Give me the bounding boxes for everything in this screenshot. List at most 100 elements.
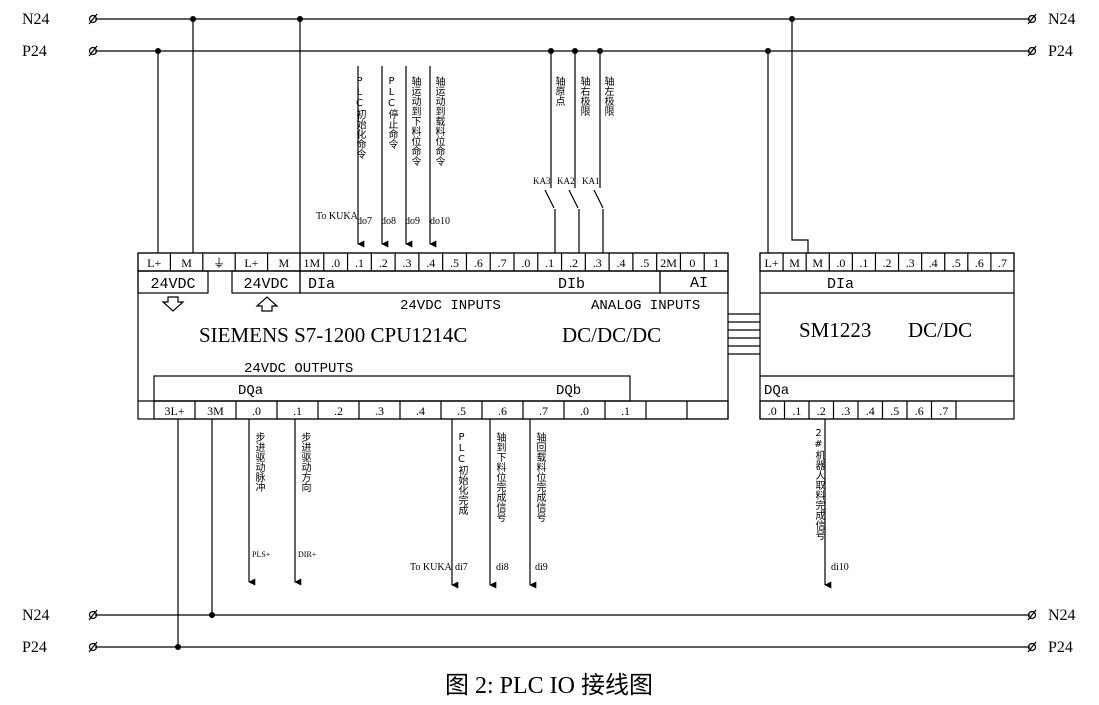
junction-dots bbox=[155, 16, 795, 650]
junction-dot bbox=[765, 48, 771, 54]
cpu-type-label: DC/DC/DC bbox=[562, 323, 661, 347]
terminal-label: L+ bbox=[147, 256, 161, 270]
signal-tag-do7: do7 bbox=[357, 216, 372, 227]
terminal-label: .0 bbox=[521, 256, 530, 270]
terminal-label: .3 bbox=[403, 256, 412, 270]
terminal-label: .0 bbox=[580, 404, 589, 418]
terminal-label: M bbox=[789, 256, 800, 270]
terminal-label: .4 bbox=[617, 256, 626, 270]
terminal-label: .1 bbox=[355, 256, 364, 270]
cpu-inputs-title: 24VDC INPUTS bbox=[400, 298, 501, 314]
output-label-plc-init-done: PLC初始化完成 bbox=[456, 432, 467, 515]
cpu-dqb-label: DQb bbox=[556, 383, 581, 399]
terminal-label: 1M bbox=[304, 256, 321, 270]
terminal-label: .0 bbox=[252, 404, 261, 418]
terminal-label: .5 bbox=[890, 404, 899, 418]
terminal-label: ⏚ bbox=[213, 256, 225, 270]
output-label-axis-load-done: 轴回载料位完成信号 bbox=[534, 432, 545, 522]
terminal-label: .6 bbox=[915, 404, 924, 418]
terminal-label: .1 bbox=[293, 404, 302, 418]
terminal-label: 3L+ bbox=[164, 404, 184, 418]
signal-tag-do9: do9 bbox=[405, 216, 420, 227]
cpu-outputs-title: 24VDC OUTPUTS bbox=[244, 361, 353, 377]
rail-label-p24-right-bottom: P24 bbox=[1048, 639, 1073, 656]
terminal-label: .5 bbox=[952, 256, 961, 270]
terminal-label: .3 bbox=[906, 256, 915, 270]
rail-label-n24-right-bottom: N24 bbox=[1048, 607, 1076, 624]
terminal-symbol bbox=[88, 610, 98, 620]
output-label-stepper-dir: 步进驱动方向 bbox=[299, 432, 310, 492]
terminal-label: .2 bbox=[569, 256, 578, 270]
terminal-symbol bbox=[88, 14, 98, 24]
junction-dot bbox=[155, 48, 161, 54]
to-kuka-input-label: To KUKA bbox=[316, 211, 359, 222]
supply-arrows bbox=[161, 296, 279, 312]
terminal-label: L+ bbox=[764, 256, 778, 270]
rail-end-symbols-bottom bbox=[88, 609, 1037, 653]
terminal-label: .5 bbox=[450, 256, 459, 270]
signal-label-axis-unload-cmd: 轴运动到下料位命令 bbox=[409, 76, 420, 166]
terminal-label: .7 bbox=[998, 256, 1007, 270]
terminal-label: .1 bbox=[859, 256, 868, 270]
terminal-symbol bbox=[88, 642, 98, 652]
terminal-label: .5 bbox=[457, 404, 466, 418]
junction-dot bbox=[190, 16, 196, 22]
cpu-dia-label: DIa bbox=[308, 276, 335, 293]
rail-label-n24-right: N24 bbox=[1048, 11, 1076, 28]
terminal-label: .0 bbox=[836, 256, 845, 270]
terminal-label: .7 bbox=[498, 256, 507, 270]
to-kuka-output-label: To KUKA bbox=[410, 562, 453, 573]
rail-label-n24-left-bottom: N24 bbox=[22, 607, 50, 624]
terminal-label: .4 bbox=[929, 256, 938, 270]
supply-wires bbox=[157, 19, 809, 647]
terminal-label: .6 bbox=[498, 404, 507, 418]
terminal-label: .3 bbox=[593, 256, 602, 270]
terminal-label: M bbox=[181, 256, 192, 270]
terminal-label: .6 bbox=[975, 256, 984, 270]
cpu-dib-bar bbox=[299, 270, 661, 294]
rail-label-n24-left: N24 bbox=[22, 11, 50, 28]
module-connector bbox=[728, 313, 760, 355]
output-signal-wires bbox=[248, 419, 832, 589]
sm-dqa-label: DQa bbox=[764, 383, 789, 399]
sm-type-label: DC/DC bbox=[908, 318, 972, 342]
sm-dia-label: DIa bbox=[827, 276, 854, 293]
sensor-wires bbox=[544, 51, 604, 253]
signal-tag-do8: do8 bbox=[381, 216, 396, 227]
relay-ka2: KA2 bbox=[557, 176, 575, 186]
terminal-symbol bbox=[1027, 46, 1037, 56]
terminal-label: 2M bbox=[660, 256, 677, 270]
terminal-label: .0 bbox=[768, 404, 777, 418]
signal-tag-do10: do10 bbox=[430, 216, 450, 227]
terminal-label: .4 bbox=[426, 256, 435, 270]
terminal-label: .2 bbox=[883, 256, 892, 270]
terminal-label: .2 bbox=[817, 404, 826, 418]
terminal-label: .1 bbox=[545, 256, 554, 270]
terminal-label: 0 bbox=[689, 256, 695, 270]
cpu-supply-out-label: 24VDC bbox=[150, 276, 195, 293]
up-outline-arrow-icon bbox=[255, 296, 279, 312]
top-rails bbox=[95, 18, 1030, 52]
bottom-rails bbox=[95, 614, 1030, 648]
figure-caption: 图 2: PLC IO 接线图 bbox=[445, 672, 653, 699]
terminal-label: .6 bbox=[474, 256, 483, 270]
rail-label-p24-left-bottom: P24 bbox=[22, 639, 47, 656]
signal-tag-dir: DIR+ bbox=[298, 550, 317, 559]
sm-model-label: SM1223 bbox=[799, 318, 871, 342]
terminal-symbol bbox=[1027, 610, 1037, 620]
terminal-label: .0 bbox=[331, 256, 340, 270]
terminal-label: .3 bbox=[841, 404, 850, 418]
signal-label-plc-init-cmd: PLC初始化命令 bbox=[354, 76, 365, 159]
terminal-label: 1 bbox=[713, 256, 719, 270]
cpu-supply-in-label: 24VDC bbox=[243, 276, 288, 293]
terminal-label: .7 bbox=[939, 404, 948, 418]
terminal-label: 3M bbox=[207, 404, 224, 418]
relay-ka3: KA3 bbox=[533, 176, 551, 186]
output-label-robot2-pick-done: 2#机器人取料完成信号 bbox=[813, 428, 824, 540]
rail-end-symbols-top bbox=[88, 13, 1037, 57]
terminal-label: .3 bbox=[375, 404, 384, 418]
terminal-symbol bbox=[88, 46, 98, 56]
